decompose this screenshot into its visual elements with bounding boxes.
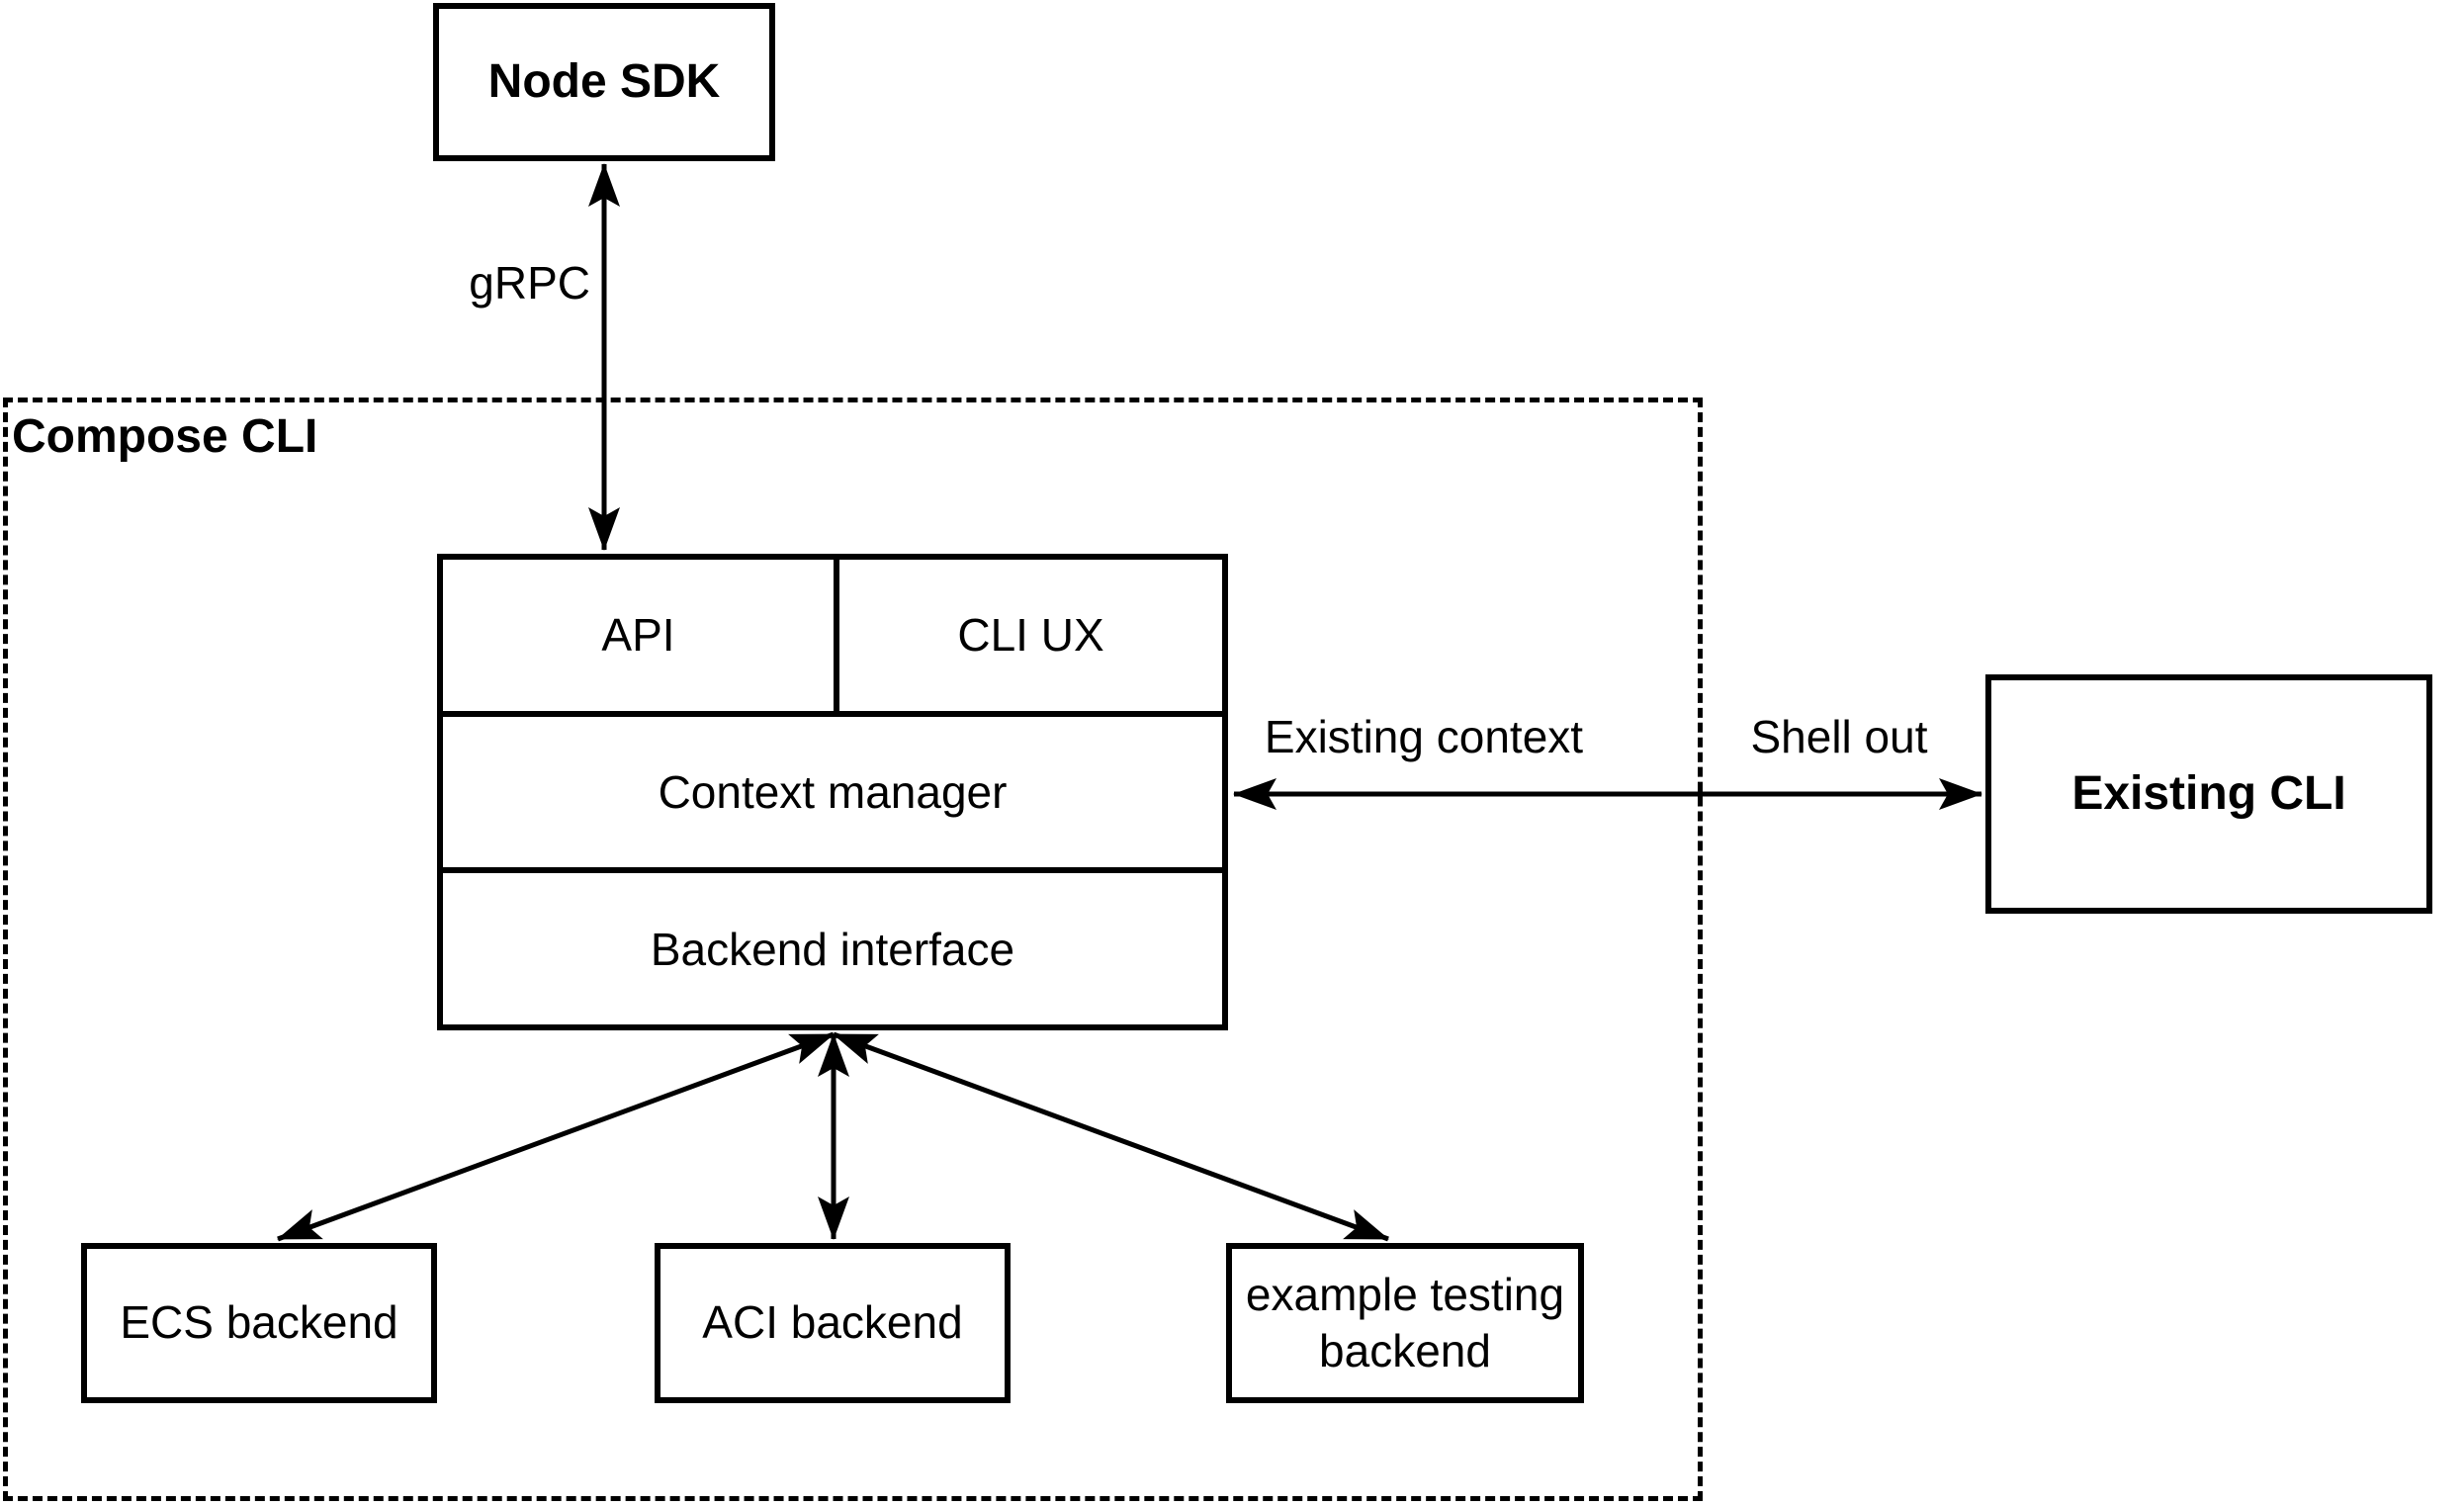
cli-ux-label: CLI UX	[957, 609, 1104, 662]
context-manager-cell: Context manager	[443, 717, 1222, 868]
context-manager-row: Context manager	[443, 710, 1222, 868]
api-label: API	[601, 609, 675, 662]
backend-interface-row: Backend interface	[443, 867, 1222, 1024]
backend-interface-cell: Backend interface	[443, 873, 1222, 1024]
existing-cli-box: Existing CLI	[1985, 674, 2432, 914]
compose-cli-container	[3, 398, 1703, 1501]
example-testing-backend-box: example testing backend	[1226, 1243, 1584, 1403]
ecs-backend-box: ECS backend	[81, 1243, 437, 1403]
ecs-backend-label: ECS backend	[120, 1296, 398, 1349]
existing-context-label: Existing context	[1264, 711, 1584, 762]
example-testing-backend-label: example testing backend	[1245, 1268, 1565, 1377]
node-sdk-label: Node SDK	[487, 55, 721, 108]
node-sdk-box: Node SDK	[433, 3, 775, 161]
aci-backend-label: ACI backend	[702, 1296, 963, 1349]
existing-cli-label: Existing CLI	[2071, 767, 2346, 820]
grpc-label: gRPC	[469, 257, 590, 309]
aci-backend-box: ACI backend	[655, 1243, 1011, 1403]
context-manager-label: Context manager	[658, 766, 1008, 818]
compose-cli-label: Compose CLI	[12, 410, 318, 463]
cli-ux-cell: CLI UX	[839, 560, 1222, 711]
compose-cli-core-box: API CLI UX Context manager Backend inter…	[437, 554, 1228, 1030]
shell-out-label: Shell out	[1750, 711, 1928, 762]
api-cell: API	[443, 560, 839, 711]
api-cliux-row: API CLI UX	[443, 560, 1222, 711]
backend-interface-label: Backend interface	[650, 923, 1015, 975]
